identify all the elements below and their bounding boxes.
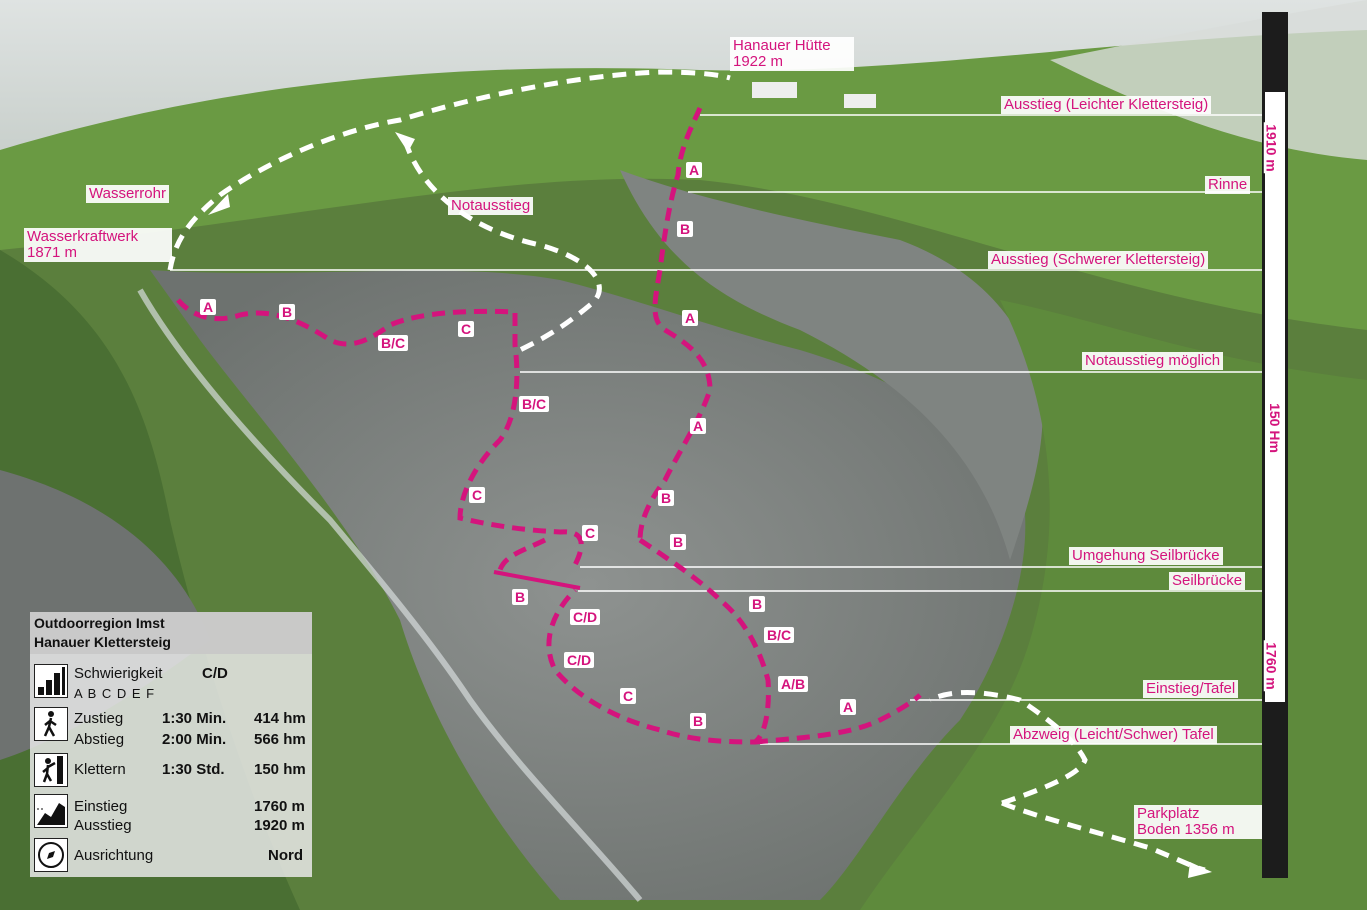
grade-label: B [677, 221, 694, 237]
ruler-middle-label: 150 Hm [1266, 401, 1283, 455]
grade-label: B [279, 304, 296, 320]
grade-label: A [840, 699, 857, 715]
grade-label: B [749, 596, 766, 612]
notausstieg-label: Notausstieg [448, 197, 534, 215]
grade-label: B [690, 713, 707, 729]
grade-label: A [686, 162, 703, 178]
compass-icon [34, 838, 68, 872]
einstieg-label: Einstieg [74, 798, 128, 815]
arrow-heads [208, 132, 1212, 878]
altitude-ruler-scale [1265, 92, 1285, 702]
rinne-label: Rinne [1205, 176, 1251, 194]
grade-label: A/B [778, 676, 809, 692]
difficulty-scale: A B C D E F [74, 686, 156, 701]
ruler-top-label: 1910 m [1263, 122, 1280, 174]
ausrichtung-label: Ausrichtung [74, 847, 154, 864]
abstieg-hm: 566 hm [254, 731, 306, 748]
parkplatz-label: Parkplatz Boden 1356 m [1134, 805, 1262, 839]
grade-label: B/C [519, 396, 550, 412]
ausstieg-schwer-label: Ausstieg (Schwerer Klettersteig) [988, 251, 1209, 269]
notausstieg-moeglich-label: Notausstieg möglich [1082, 352, 1224, 370]
ausstieg-label: Ausstieg [74, 817, 132, 834]
einstieg-tafel-label: Einstieg/Tafel [1143, 680, 1239, 698]
seilbruecke-line [493, 570, 581, 590]
grade-label: B [512, 589, 529, 605]
hanauer-huette-label: Hanauer Hütte 1922 m [730, 37, 854, 71]
ausstieg-leicht-label: Ausstieg (Leichter Klettersteig) [1001, 96, 1212, 114]
zustieg-label: Zustieg [74, 710, 124, 727]
ruler-bottom-label: 1760 m [1263, 640, 1280, 692]
klettern-time: 1:30 Std. [162, 761, 225, 778]
grade-label: C [458, 321, 475, 337]
info-title-region: Outdoorregion Imst [34, 615, 165, 631]
seilbruecke-label: Seilbrücke [1169, 572, 1246, 590]
grade-label: C [620, 688, 637, 704]
grade-label: B [658, 490, 675, 506]
grade-label: A [690, 418, 707, 434]
grade-label: C/D [564, 652, 595, 668]
grade-label: A [200, 299, 217, 315]
zustieg-hm: 414 hm [254, 710, 306, 727]
grade-label: B/C [764, 627, 795, 643]
zustieg-time: 1:30 Min. [162, 710, 227, 727]
info-title-route: Hanauer Klettersteig [34, 634, 171, 650]
ausrichtung-value: Nord [268, 847, 303, 864]
climbing-route [176, 106, 922, 745]
approach-paths [167, 69, 1206, 873]
klettern-hm: 150 hm [254, 761, 306, 778]
info-box: Outdoorregion Imst Hanauer Klettersteig … [30, 612, 312, 877]
hiker-icon [34, 707, 68, 741]
difficulty-icon [34, 664, 68, 698]
ausstieg-value: 1920 m [254, 817, 305, 834]
grade-label: B/C [378, 335, 409, 351]
abstieg-label: Abstieg [74, 731, 125, 748]
umgehung-seilbruecke-label: Umgehung Seilbrücke [1069, 547, 1223, 565]
grade-label: C/D [570, 609, 601, 625]
wasserrohr-label: Wasserrohr [86, 185, 169, 203]
klettern-label: Klettern [74, 761, 126, 778]
grade-label: C [469, 487, 486, 503]
wasserkraftwerk-label: Wasserkraftwerk 1871 m [24, 228, 172, 262]
elevation-icon [34, 794, 68, 828]
grade-label: C [582, 525, 599, 541]
abstieg-time: 2:00 Min. [162, 731, 227, 748]
schwierigkeit-value: C/D [202, 665, 228, 682]
lead-lines [170, 114, 1262, 745]
climber-icon [34, 753, 68, 787]
grade-label: A [682, 310, 699, 326]
info-header: Outdoorregion Imst Hanauer Klettersteig [30, 612, 312, 654]
grade-label: B [670, 534, 687, 550]
schwierigkeit-label: Schwierigkeit [74, 665, 163, 682]
einstieg-value: 1760 m [254, 798, 305, 815]
abzweig-label: Abzweig (Leicht/Schwer) Tafel [1010, 726, 1217, 744]
